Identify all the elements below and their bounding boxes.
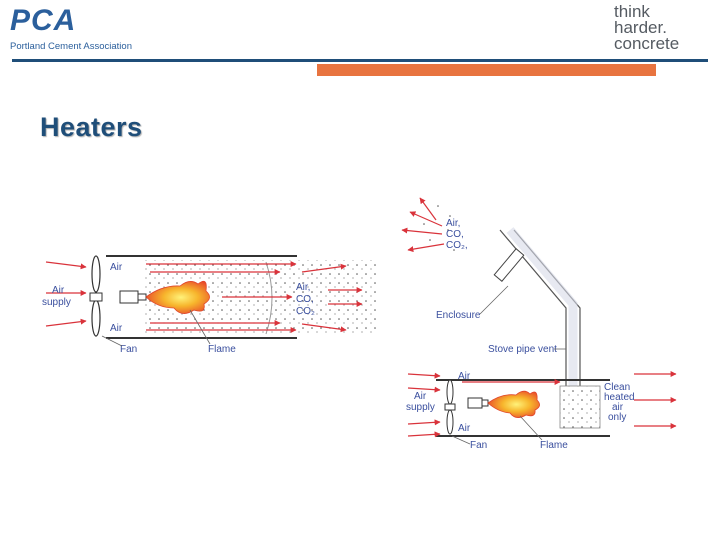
right-burner-nozzle-icon: [467, 397, 489, 409]
tagline-line1: think: [614, 2, 650, 21]
pca-logo-text: PCA: [10, 4, 77, 37]
right-flame-label: Flame: [540, 440, 568, 451]
fan-icon: [89, 255, 103, 337]
clean-air-label-3: air: [612, 402, 624, 413]
vent-pipe-fill: [506, 227, 578, 386]
left-fan-label: Fan: [120, 344, 137, 355]
clean-air-arrows: [462, 371, 677, 429]
right-fan-leader: [451, 435, 471, 445]
left-flame-label: Flame: [208, 344, 236, 355]
left-exhaust-label-1: Air,: [296, 282, 310, 293]
internal-air-arrows: [146, 261, 297, 333]
right-air-supply-label-1: Air: [414, 391, 427, 402]
left-exhaust-label-2: CO,: [296, 294, 314, 305]
left-fan-leader: [101, 335, 123, 347]
right-fan-label: Fan: [470, 440, 487, 451]
right-flame-leader: [519, 415, 543, 441]
heat-exchanger: [559, 385, 601, 429]
left-air-supply-label-2: supply: [42, 297, 71, 308]
heater-diagram: Air Air Air supply Air, CO, CO₂ Fan Flam…: [40, 190, 680, 452]
header: PCA Portland Cement Association think ha…: [0, 0, 720, 80]
left-air-top-label: Air: [110, 262, 123, 273]
enclosure-label: Enclosure: [436, 310, 481, 321]
accent-bar: [317, 64, 656, 76]
right-air-supply-arrows: [407, 372, 441, 438]
tagline-line3: concrete: [614, 34, 680, 53]
right-air-top-label: Air: [458, 371, 471, 382]
left-exhaust-label-3: CO₂: [296, 306, 315, 317]
left-air-bottom-label: Air: [110, 323, 123, 334]
exhaust-particles: [423, 205, 455, 251]
duct-outlet-curve: [265, 261, 273, 335]
right-air-supply-label-2: supply: [406, 402, 435, 413]
tagline-line2: harder.: [614, 18, 667, 37]
pca-logo: PCA Portland Cement Association: [10, 6, 150, 56]
right-exhaust-label-3: CO₂,: [446, 240, 468, 251]
air-supply-arrows: [45, 261, 87, 327]
exhaust-arrows: [301, 263, 363, 333]
heater-diagram-svg: Air Air Air supply Air, CO, CO₂ Fan Flam…: [42, 197, 677, 451]
clean-air-label-1: Clean: [604, 382, 630, 393]
right-air-bottom-label: Air: [458, 423, 471, 434]
right-exhaust-label-2: CO,: [446, 229, 464, 240]
slide-title: Heaters: [40, 112, 143, 142]
think-harder-concrete-logo: think harder. concrete: [614, 2, 706, 53]
right-exhaust-label-1: Air,: [446, 218, 460, 229]
right-exhaust-arrows: [401, 197, 445, 253]
flame-icon: [145, 280, 210, 314]
header-rule: [12, 59, 708, 62]
stove-pipe-vent-label: Stove pipe vent: [488, 344, 557, 355]
burner-nozzle-icon: [119, 290, 147, 304]
direct-fired-heater: Air Air Air supply Air, CO, CO₂ Fan Flam…: [42, 255, 378, 355]
right-fan-icon: [444, 379, 456, 435]
vent-enclosure-collar: [493, 248, 525, 282]
clean-air-label-2: heated: [604, 392, 635, 403]
indirect-fired-heater: Air, CO, CO₂, Enclosure Stove pipe vent …: [401, 197, 677, 451]
enclosure-leader: [479, 285, 509, 315]
clean-air-label-4: only: [608, 412, 626, 423]
left-flame-leader: [189, 309, 211, 345]
right-flame-icon: [487, 390, 540, 418]
pca-logo-subtitle: Portland Cement Association: [10, 41, 132, 52]
left-air-supply-label-1: Air: [52, 285, 65, 296]
